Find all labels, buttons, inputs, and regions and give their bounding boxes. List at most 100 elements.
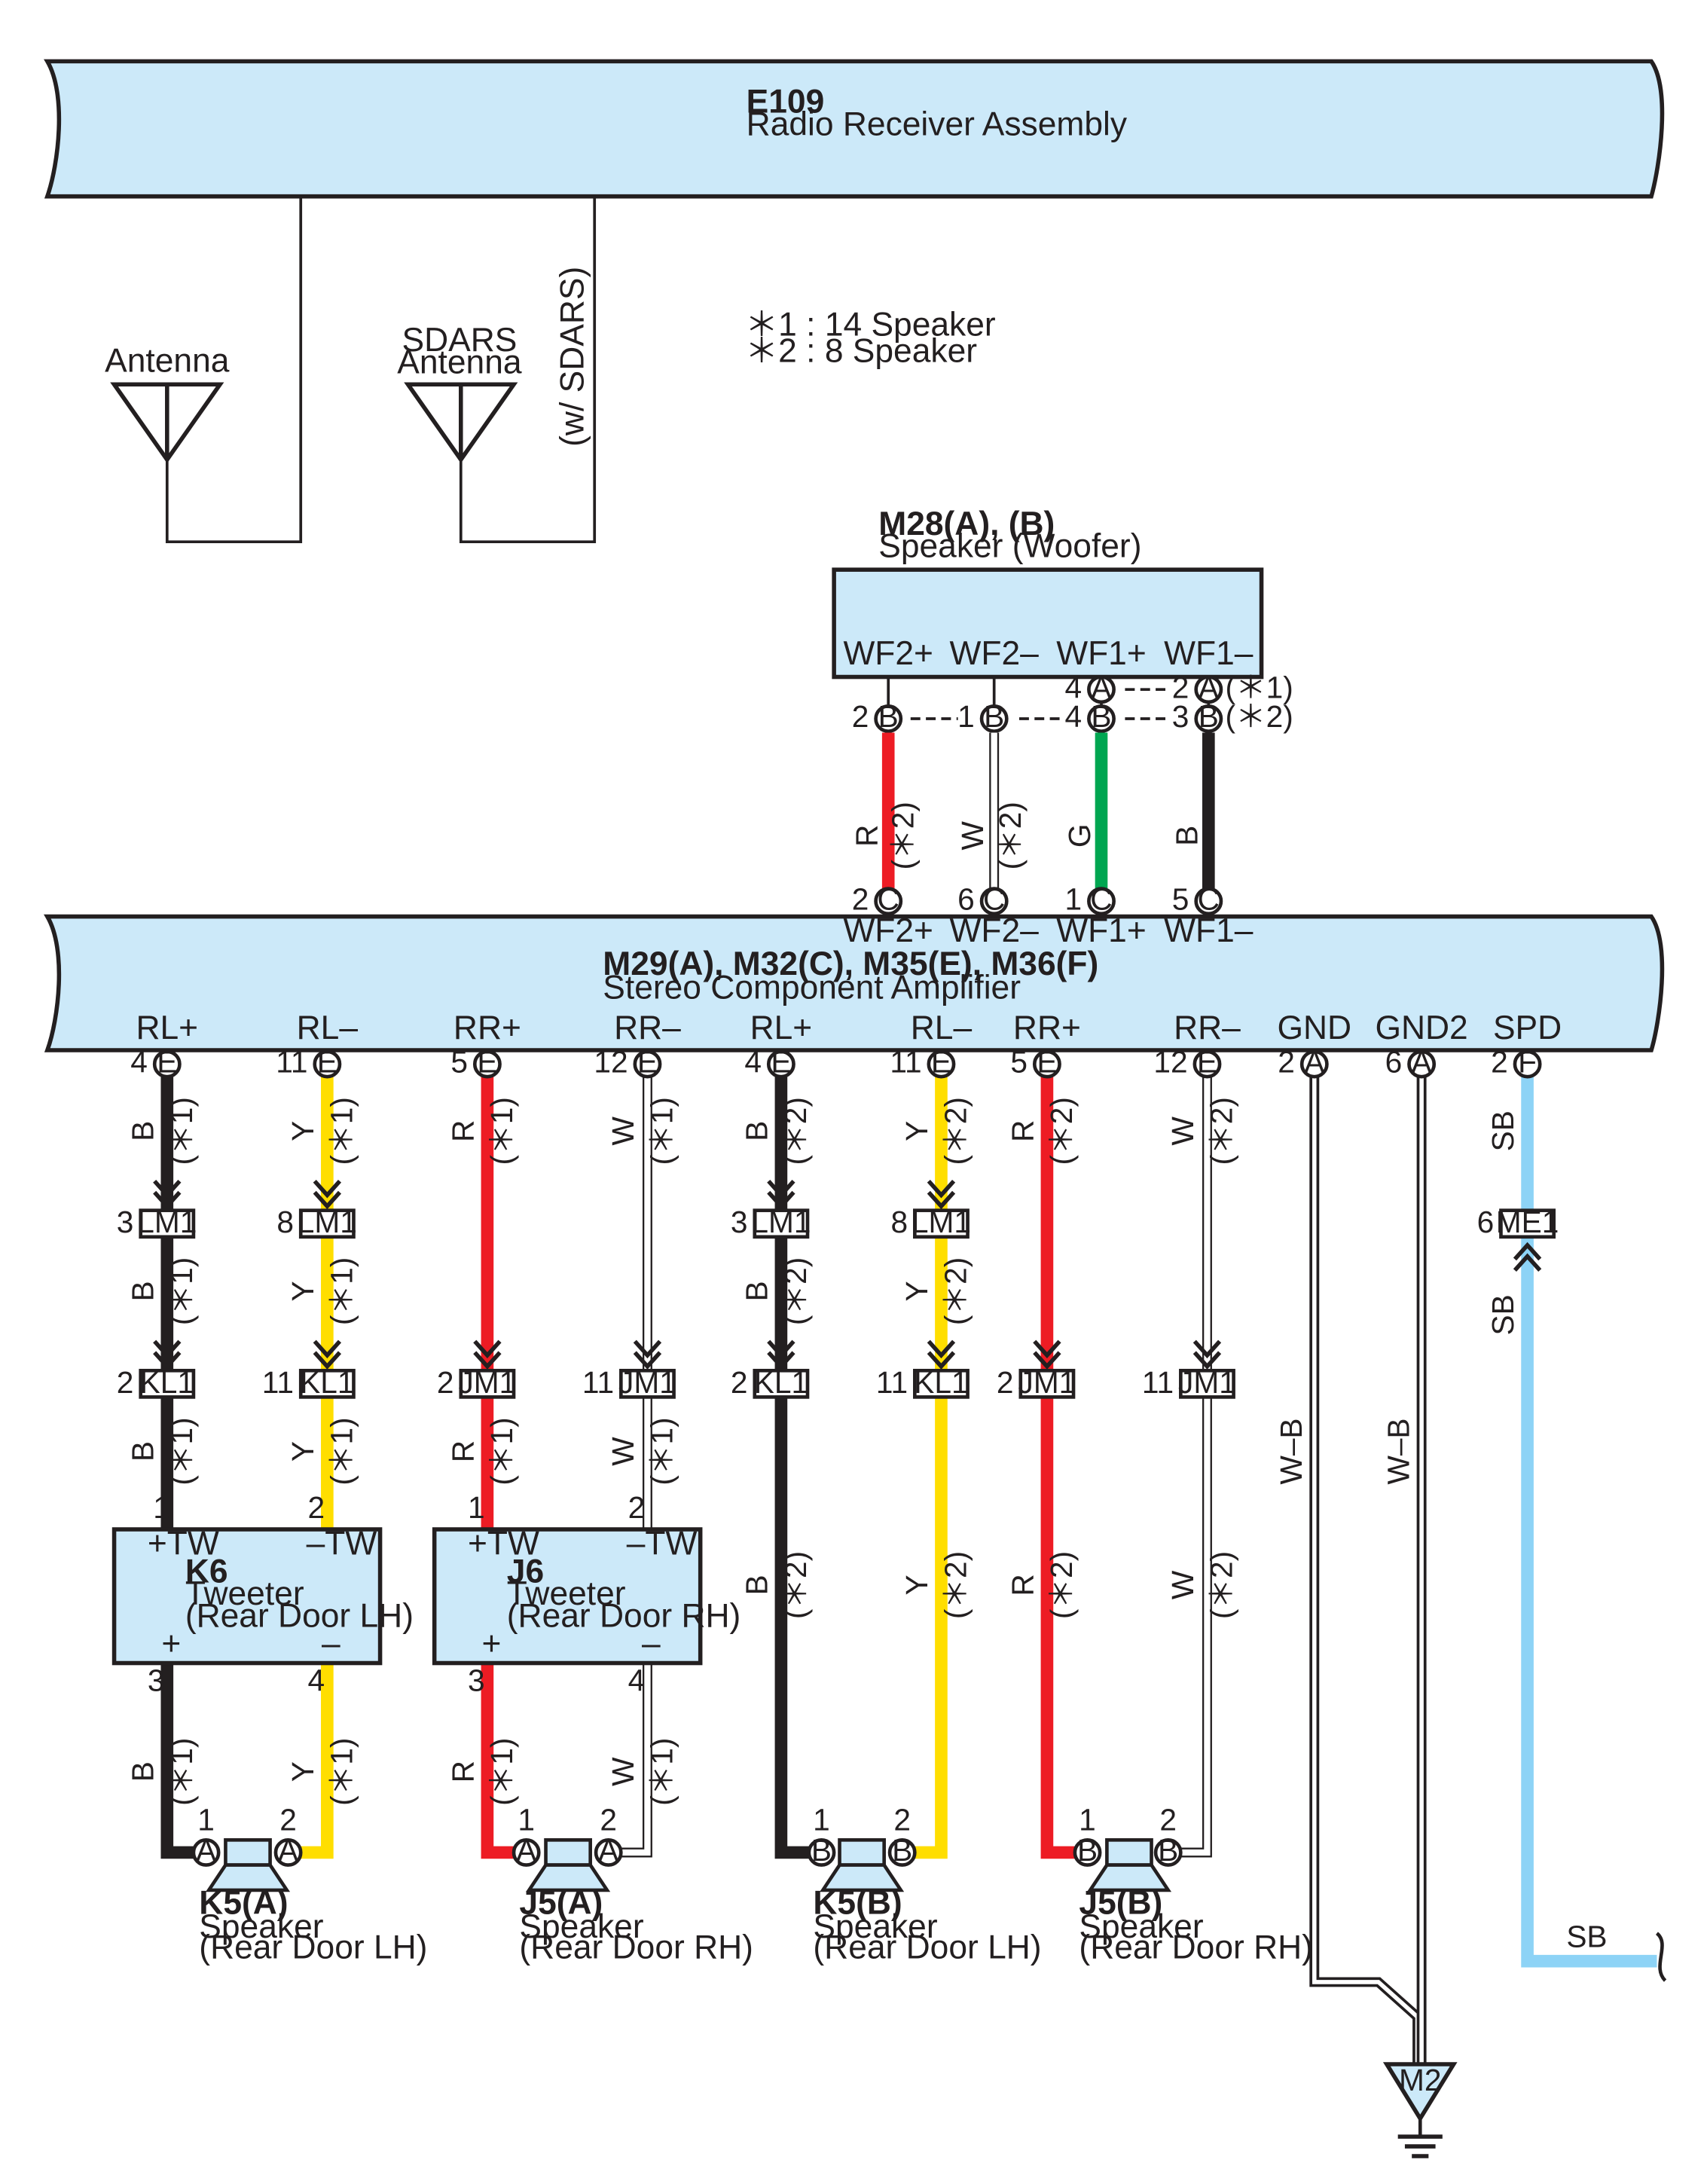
pin-num: 1	[1079, 1802, 1096, 1837]
amp-pin-num: 5	[1010, 1045, 1028, 1080]
amp-pin-conn: E	[1197, 1045, 1217, 1080]
tweeter-location: (Rear Door RH)	[507, 1597, 741, 1634]
pin-num: 2	[1159, 1802, 1177, 1837]
speaker-name: Speaker	[1079, 1908, 1203, 1945]
speaker-j5b: B B 1 2 J5(B) Speaker (Rear Door RH)	[1073, 1802, 1313, 1966]
ground-m2: M2	[1382, 2062, 1458, 2158]
speaker-conn: B	[1077, 1833, 1098, 1868]
amp-pin-conn: A	[1412, 1045, 1433, 1080]
antenna: Antenna	[105, 196, 303, 544]
wire-color: R	[849, 825, 884, 847]
amp-pin-conn: E	[637, 1045, 658, 1080]
junction-name: ME1	[1496, 1205, 1559, 1239]
woofer-name: Speaker (Woofer)	[878, 528, 1141, 565]
tweeter-terminal: –TW	[627, 1525, 698, 1562]
amp-terminal: RL–	[297, 1010, 359, 1046]
tweeter-j6: 1 2 +TW –TW J6 Tweeter (Rear Door RH) + …	[432, 1490, 741, 1698]
woofer-pin-num: 1	[957, 699, 975, 734]
wire-note: (＊1)	[325, 1738, 359, 1806]
wire-color: B	[1170, 826, 1205, 846]
amp-name: Stereo Component Amplifier	[603, 970, 1021, 1006]
woofer-terminal: WF1+	[1056, 635, 1147, 672]
sdars-label-1: SDARS	[402, 322, 518, 359]
woofer-terminal: WF1–	[1164, 635, 1254, 672]
speaker-k5a: A A 1 2 K5(A) Speaker (Rear Door LH)	[191, 1802, 427, 1966]
wire-note: (＊1)	[645, 1738, 679, 1806]
woofer-pin-conn: A	[1091, 670, 1112, 704]
woofer-wires: R (＊2) W (＊2) G B	[849, 732, 1215, 889]
wire-color: W	[606, 1116, 640, 1145]
junction-name: LM1	[137, 1205, 197, 1239]
wire-note: (＊2)	[993, 802, 1028, 869]
note-1: ＊1 : 14 Speaker	[745, 307, 996, 344]
amp-pin-num: 6	[957, 881, 975, 916]
pin-num: 3	[468, 1663, 485, 1698]
tweeter-terminal: –	[642, 1625, 661, 1662]
amp-terminal: WF2–	[950, 912, 1040, 949]
amp-pin-conn: E	[1037, 1045, 1057, 1080]
amp-bottom-pins: E 4 E 11 E 5 E 12 E 4 E 11 E 5 E 12 A 2 …	[130, 1045, 1542, 1080]
radio-code: E109	[747, 84, 825, 121]
junction-name: KL1	[300, 1365, 354, 1400]
tweeter-terminal: –	[322, 1625, 340, 1662]
wire-note: (＊2)	[1044, 1097, 1079, 1165]
speaker-conn: B	[892, 1833, 912, 1868]
wire-color: G	[1062, 823, 1097, 848]
amp-terminal: RL+	[750, 1010, 813, 1046]
wire-color: W	[955, 820, 990, 850]
speaker-conn: A	[196, 1833, 217, 1868]
woofer-pin-num: 4	[1064, 699, 1082, 734]
wire-note: (＊1)	[325, 1417, 359, 1485]
junction-name: LM1	[298, 1205, 357, 1239]
wire-labels: B (＊1) Y (＊1) R (＊1) W (＊1) B (＊2) Y (＊2…	[125, 1097, 1607, 1954]
wire-note: (＊1)	[484, 1097, 519, 1165]
junction-num: 8	[890, 1205, 908, 1239]
junction-num: 11	[1142, 1365, 1174, 1400]
wire-note: (＊1)	[164, 1097, 199, 1165]
wire-color: B	[125, 1281, 160, 1301]
junction-name: JM1	[1178, 1365, 1236, 1400]
woofer-code: M28(A), (B)	[878, 506, 1055, 542]
pin-num: 4	[628, 1663, 646, 1698]
wire-note: (＊2)	[778, 1257, 813, 1325]
junction-name: LM1	[912, 1205, 971, 1239]
ground-code: M2	[1399, 2063, 1441, 2097]
woofer-note-1: (＊1)	[1225, 670, 1293, 704]
pin-num: 3	[148, 1663, 165, 1698]
speaker-conn: B	[1158, 1833, 1178, 1868]
junction-num: 2	[117, 1365, 134, 1400]
amp-terminal: RR+	[453, 1010, 521, 1046]
sdars-label-2: Antenna	[397, 344, 522, 380]
tweeter-k6: 1 2 +TW –TW K6 Tweeter (Rear Door LH) + …	[111, 1490, 414, 1698]
wire-note: (＊1)	[164, 1417, 199, 1485]
amp-terminal: GND2	[1375, 1010, 1467, 1046]
pin-num: 1	[813, 1802, 830, 1837]
woofer-pin-num: 2	[852, 699, 869, 734]
speaker-conn: B	[811, 1833, 832, 1868]
wire-color: W	[606, 1757, 640, 1786]
speaker-location: (Rear Door LH)	[199, 1929, 427, 1966]
junction-num: 2	[731, 1365, 748, 1400]
pin-num: 1	[518, 1802, 535, 1837]
wire-break-mark	[1655, 1932, 1667, 1982]
amp-pin-num: 12	[1153, 1045, 1187, 1080]
amp-pin-num: 4	[130, 1045, 148, 1080]
amp-pin-num: 2	[852, 881, 869, 916]
wire-color: R	[445, 1761, 480, 1782]
amp-pin-num: 2	[1278, 1045, 1295, 1080]
junction-num: 3	[731, 1205, 748, 1239]
wire-color: R	[1005, 1574, 1040, 1596]
tweeter-terminal: +TW	[148, 1525, 219, 1562]
wire-color: B	[739, 1121, 774, 1141]
junction-name: KL1	[140, 1365, 194, 1400]
wire-color: B	[739, 1575, 774, 1595]
wire-note: (＊2)	[778, 1097, 813, 1165]
amp-pin-conn: E	[771, 1045, 791, 1080]
pin-num: 2	[628, 1490, 646, 1525]
speaker-name: Speaker	[813, 1908, 937, 1945]
wire-note: (＊1)	[164, 1738, 199, 1806]
speaker-location: (Rear Door LH)	[813, 1929, 1041, 1966]
junction-name: JM1	[618, 1365, 676, 1400]
woofer-note-2: (＊2)	[1225, 699, 1293, 734]
junction-connectors: LM1 3 LM1 8 LM1 3 LM1 8 ME1 6 KL1 2 KL1 …	[117, 1179, 1559, 1400]
